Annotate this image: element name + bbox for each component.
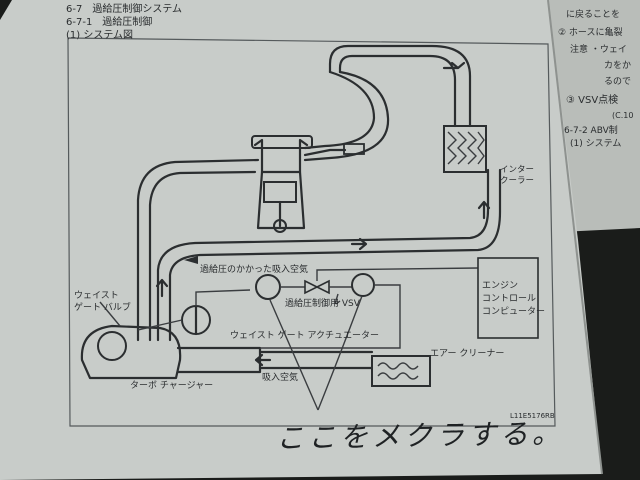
right-page-line-9: (1) システム bbox=[570, 138, 621, 149]
engine-cylinder bbox=[256, 170, 306, 230]
intake-pipe-outer bbox=[136, 158, 260, 342]
label-wastegate-valve-line-1: ウェイスト bbox=[74, 290, 119, 301]
heading-subsection: 6-7-1 過給圧制御 bbox=[66, 15, 152, 28]
injector bbox=[343, 143, 365, 155]
return-hose bbox=[260, 284, 401, 349]
turbine-wheel bbox=[97, 331, 127, 361]
label-wastegate-valve-line-2: ゲート バルブ bbox=[74, 301, 131, 313]
engine-computer-box bbox=[477, 257, 539, 339]
right-page-line-2: ② ホースに亀裂 bbox=[558, 26, 622, 38]
right-page-line-4: カをか bbox=[604, 60, 631, 71]
intercooler-outlet-inner bbox=[328, 44, 472, 128]
engine-head bbox=[253, 138, 309, 174]
label-air-cleaner: エアー クリーナー bbox=[430, 348, 504, 359]
page-edge bbox=[547, 0, 603, 475]
flow-arrow-1 bbox=[184, 256, 198, 264]
label-engine-computer-line-2: コントロール bbox=[482, 294, 536, 304]
lead-line-2 bbox=[317, 295, 363, 411]
right-page-line-6: ③ VSV点検 bbox=[566, 93, 618, 106]
throttle-loop-inner bbox=[303, 70, 376, 150]
diagram-frame bbox=[67, 37, 556, 427]
valve-cover bbox=[251, 135, 313, 149]
intercooler-outlet-outer bbox=[338, 54, 457, 128]
lead-line-wastegate bbox=[99, 301, 121, 327]
label-engine-computer-line-3: コンピューター bbox=[482, 306, 545, 317]
crankshaft bbox=[273, 219, 287, 233]
right-page-line-3: 注意 ・ウェイ bbox=[570, 43, 627, 55]
flow-arrow-6 bbox=[254, 353, 272, 367]
label-wastegate-valve: ウェイスト ゲート バルブ bbox=[74, 290, 131, 313]
flow-arrow-3 bbox=[155, 278, 169, 298]
actuator-rod bbox=[137, 319, 183, 331]
air-cleaner-element bbox=[377, 362, 419, 380]
right-page-line-1: に戻ることを bbox=[566, 8, 620, 20]
label-wastegate-actuator: ウェイスト ゲート アクチュエーター bbox=[230, 329, 379, 341]
heading-section: 6-7 過給圧制御システム bbox=[66, 2, 182, 15]
label-intake-air: 吸入空気 bbox=[262, 371, 298, 383]
flow-arrow-2 bbox=[350, 237, 368, 251]
air-cleaner-box bbox=[371, 355, 431, 387]
flow-arrow-4 bbox=[477, 200, 491, 220]
charge-pipe-outer bbox=[156, 168, 490, 342]
figure-code: L11E5176RB bbox=[510, 412, 555, 420]
heading-figure: (1) システム図 bbox=[66, 29, 133, 41]
throttle-loop-outer bbox=[303, 70, 390, 162]
label-intercooler-line-1: インター bbox=[500, 165, 534, 175]
lead-line-1 bbox=[269, 299, 319, 411]
label-boost-control-vsv: 過給圧制御用 VSV bbox=[285, 297, 361, 309]
injector-line bbox=[303, 148, 347, 157]
label-intercooler: インター クーラー bbox=[500, 165, 537, 186]
actuator-hose bbox=[195, 289, 251, 306]
flow-arrow-7 bbox=[334, 293, 341, 305]
label-engine-computer: エンジン コントロール コンピューター bbox=[482, 281, 545, 317]
label-boosted-intake-air: 過給圧のかかった吸入空気 bbox=[200, 263, 308, 275]
vsv-wire bbox=[316, 267, 479, 281]
right-page-line-7: (C.10 bbox=[612, 111, 633, 120]
intercooler-fins bbox=[447, 131, 485, 165]
charge-pipe-inner bbox=[168, 168, 502, 342]
vsv-valve bbox=[304, 279, 319, 295]
system-diagram bbox=[80, 44, 539, 411]
intercooler-core bbox=[443, 125, 487, 173]
intake-pipe-inner bbox=[148, 170, 257, 342]
label-turbocharger: ターボ チャージャー bbox=[130, 380, 213, 391]
right-page-line-5: るので bbox=[604, 76, 631, 87]
flow-arrow-5 bbox=[442, 61, 466, 70]
turbocharger-housing bbox=[80, 324, 182, 380]
label-intercooler-line-2: クーラー bbox=[500, 176, 534, 186]
label-engine-computer-line-1: エンジン bbox=[482, 281, 518, 291]
handwritten-note: ここをメクラする。 bbox=[276, 417, 565, 455]
intake-duct bbox=[258, 350, 374, 370]
right-page-line-8: 6-7-2 ABV制 bbox=[564, 124, 618, 136]
